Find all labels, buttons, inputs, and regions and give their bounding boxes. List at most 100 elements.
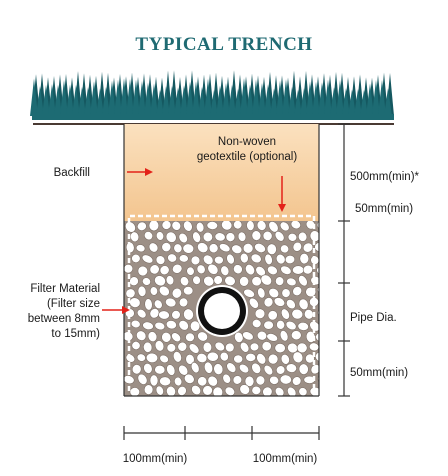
grass-blade <box>324 79 332 116</box>
gravel-stone <box>172 351 182 363</box>
gravel-stone <box>226 253 235 265</box>
gravel-stone <box>197 376 208 387</box>
gravel-stone <box>214 255 224 265</box>
gravel-stone <box>166 385 176 396</box>
grass-blade <box>66 84 74 116</box>
grass-blade <box>150 83 158 116</box>
filter-label-line3: between 8mm <box>28 313 100 325</box>
gravel-stone <box>266 243 277 255</box>
backfill-label: Backfill <box>54 167 90 179</box>
gravel-stone <box>213 275 223 285</box>
gravel-stone <box>183 286 194 296</box>
gravel-stone <box>238 363 250 374</box>
gravel-stone <box>220 265 230 276</box>
gravel-stone <box>165 297 177 308</box>
grass-blade <box>54 84 62 116</box>
gravel-stone <box>155 231 165 241</box>
gravel-stone <box>279 221 290 232</box>
gravel-stone <box>141 254 154 264</box>
gravel-stone <box>131 341 141 350</box>
gravel-stone <box>284 254 296 265</box>
gravel-stone <box>192 231 201 243</box>
gravel-stone <box>137 221 147 231</box>
gravel-stone <box>183 221 193 232</box>
gravel-stone <box>287 386 297 396</box>
grass-blade <box>216 85 224 116</box>
gravel-stone <box>224 386 235 396</box>
gravel-stone <box>167 253 177 263</box>
gravel-stone <box>188 343 200 354</box>
grass-blade <box>228 84 236 116</box>
grass-blade <box>108 80 116 116</box>
grass-blade <box>378 79 386 116</box>
grass-blade <box>204 78 212 116</box>
gravel-stone <box>263 320 274 330</box>
gravel-stone <box>178 297 189 308</box>
gravel-stone <box>292 351 304 364</box>
gravel-stone <box>183 308 194 321</box>
vertical-dimension <box>338 123 350 397</box>
gravel-stone <box>275 253 286 265</box>
gravel-stone <box>251 276 262 287</box>
filter-stones <box>124 221 319 396</box>
gravel-stone <box>275 276 285 286</box>
gravel-stone <box>291 330 302 341</box>
grass-blade <box>156 89 164 116</box>
gravel-stone <box>154 340 165 352</box>
gravel-stone <box>260 274 272 286</box>
grass-blade <box>42 84 50 116</box>
gravel-stone <box>219 351 229 362</box>
gravel-stone <box>275 365 286 375</box>
gravel-stone <box>267 265 278 275</box>
filter-label-line2: (Filter size <box>47 298 100 310</box>
grass-blade <box>138 81 146 116</box>
gravel-stone <box>250 253 262 264</box>
gravel-stone <box>214 232 226 242</box>
gravel-stone <box>225 232 236 242</box>
grass-blade <box>126 78 134 116</box>
gravel-stone <box>252 319 262 328</box>
gravel-stone <box>148 221 160 232</box>
geotextile-label-line2: geotextile (optional) <box>197 151 298 163</box>
gravel-stone <box>131 364 142 375</box>
gravel-stone <box>280 265 292 275</box>
gravel-stone <box>285 320 297 331</box>
gravel-stone <box>192 275 201 285</box>
gravel-stone <box>154 364 166 375</box>
pipe-bore <box>204 293 240 329</box>
gravel-stone <box>149 374 159 387</box>
gravel-stone <box>159 265 170 276</box>
gravel-stone <box>219 243 231 253</box>
gravel-stone <box>222 373 231 384</box>
gravel-stone <box>224 275 236 286</box>
gravel-stone <box>171 221 182 231</box>
gravel-stone <box>189 320 201 332</box>
gravel-stone <box>161 221 172 230</box>
gravel-stone <box>178 254 189 263</box>
grass-blade <box>252 79 260 116</box>
gravel-stone <box>267 353 279 365</box>
backfill-region <box>124 124 319 221</box>
grass-blade <box>372 80 380 116</box>
gravel-stone <box>297 321 309 331</box>
gravel-stone <box>254 243 266 253</box>
gravel-stone <box>159 376 171 387</box>
gravel-stone <box>172 263 183 274</box>
gravel-stone <box>207 375 218 387</box>
gravel-stone <box>317 372 319 385</box>
gravel-stone <box>190 255 201 266</box>
gravel-stone <box>159 354 169 364</box>
gravel-stone <box>245 264 255 276</box>
dim-backfill-depth: 500mm(min)* <box>350 171 420 183</box>
filter-label-line1: Filter Material <box>30 283 100 295</box>
gravel-stone <box>298 363 309 375</box>
gravel-stone <box>314 242 319 253</box>
gravel-stone <box>299 253 310 265</box>
grass-blade <box>246 84 254 116</box>
gravel-stone <box>174 376 183 387</box>
grass-blade <box>180 85 188 116</box>
grass-blade <box>90 81 98 116</box>
gravel-stone <box>142 277 151 286</box>
gravel-stone <box>239 252 249 264</box>
